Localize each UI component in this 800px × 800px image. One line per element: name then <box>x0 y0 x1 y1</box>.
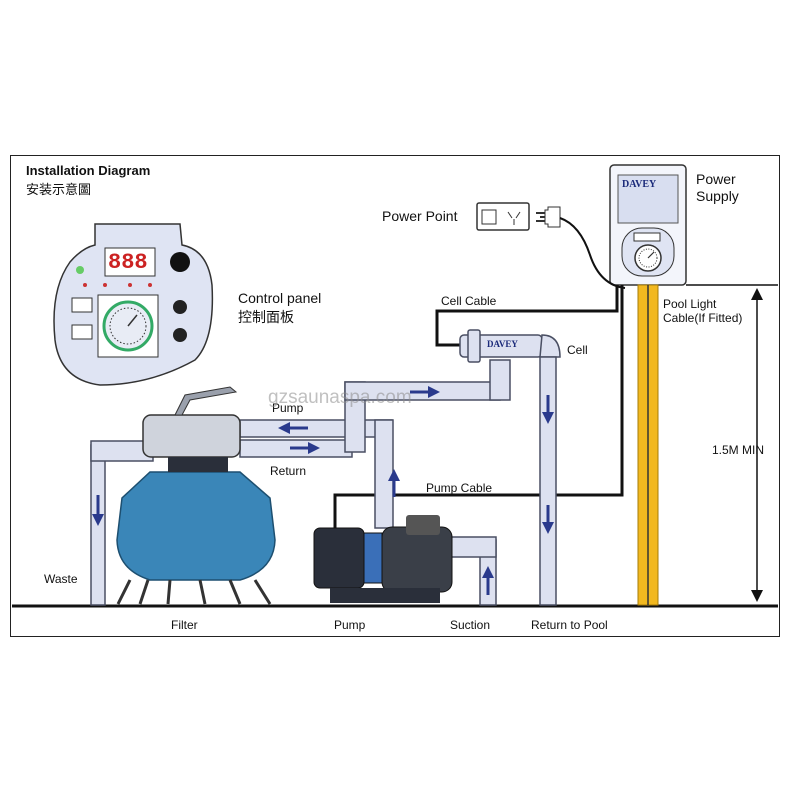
pump-cable <box>333 285 624 528</box>
cell-cable <box>435 285 619 347</box>
return-flow-label: Return <box>270 464 307 478</box>
diagram-title: Installation Diagram <box>26 163 151 178</box>
cell-cable-label: Cell Cable <box>441 294 497 308</box>
waste-label: Waste <box>44 572 78 586</box>
pump-illustration <box>313 515 453 603</box>
footer-return-to-pool: Return to Pool <box>531 618 608 632</box>
flow-arrows <box>92 386 554 595</box>
power-supply-unit <box>609 164 687 286</box>
power-point-illustration <box>476 202 561 231</box>
control-panel-label: Control panel <box>238 290 322 306</box>
cell-brand: DAVEY <box>487 339 518 349</box>
diagram-frame <box>10 155 780 637</box>
pump-flow-label: Pump <box>272 401 304 415</box>
power-supply-brand: DAVEY <box>622 179 657 190</box>
footer-suction: Suction <box>450 618 491 632</box>
filter-illustration <box>116 386 276 605</box>
height-dimension-label: 1.5M MIN <box>712 443 765 457</box>
cell-label: Cell <box>567 343 588 357</box>
control-panel-illustration <box>53 223 214 386</box>
footer-pump: Pump <box>334 618 366 632</box>
power-supply-label: Power Supply <box>696 171 739 204</box>
watermark: gzsaunaspa.com <box>268 387 412 408</box>
pump-cable-label: Pump Cable <box>426 481 493 495</box>
control-panel-label-chinese: 控制面板 <box>238 309 294 325</box>
diagram-title-chinese: 安装示意圖 <box>26 182 92 197</box>
footer-filter: Filter <box>171 618 198 632</box>
power-cord <box>559 217 626 289</box>
control-panel-display: 888 <box>108 250 148 275</box>
pool-light-cable-label: Pool Light Cable(If Fitted) <box>663 297 743 326</box>
power-point-label: Power Point <box>382 208 458 224</box>
